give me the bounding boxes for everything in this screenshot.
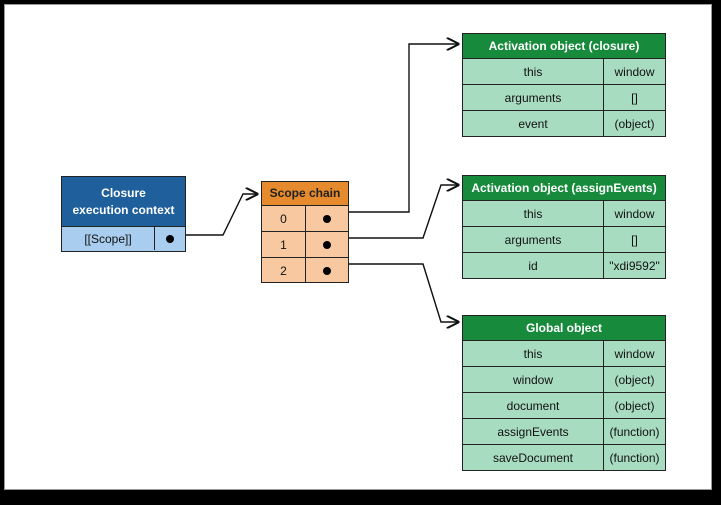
closure-execution-context: Closure execution context [[Scope]] (61, 176, 186, 252)
object-row: document (object) (463, 392, 665, 418)
scope-chain: Scope chain 0 1 2 (261, 181, 349, 283)
object-key: assignEvents (463, 419, 604, 444)
arrow-1-to-assign-activation (321, 185, 458, 239)
object-key: document (463, 393, 604, 418)
activation-object-assignevents: Activation object (assignEvents) this wi… (462, 175, 666, 279)
object-key: window (463, 367, 604, 392)
object-row: id "xdi9592" (463, 252, 665, 278)
object-value: window (614, 346, 655, 361)
object-value: [] (631, 232, 638, 247)
object-key: arguments (463, 227, 604, 252)
closure-context-title-line2: execution context (72, 202, 175, 217)
object-key: event (463, 111, 604, 136)
object-row: this window (463, 340, 665, 366)
object-title: Activation object (assignEvents) (463, 176, 665, 200)
object-value: [] (631, 90, 638, 105)
object-value: window (614, 206, 655, 221)
object-row: window (object) (463, 366, 665, 392)
scope-chain-pointer (306, 232, 348, 257)
object-value: (object) (614, 398, 655, 413)
object-row: assignEvents (function) (463, 418, 665, 444)
scope-chain-row: 0 (262, 205, 348, 231)
arrow-scope-to-chain (165, 194, 257, 236)
object-row: arguments [] (463, 226, 665, 252)
diagram-frame: Closure execution context [[Scope]] Scop… (4, 4, 712, 490)
pointer-dot-icon (166, 234, 174, 243)
scope-chain-row: 2 (262, 257, 348, 283)
object-value: "xdi9592" (609, 258, 660, 273)
connector-lines (165, 5, 711, 489)
activation-object-closure: Activation object (closure) this window … (462, 33, 666, 137)
object-title: Activation object (closure) (463, 34, 665, 58)
object-key: id (463, 253, 604, 278)
arrow-2-to-global (321, 263, 458, 322)
object-key: this (463, 201, 604, 226)
scope-chain-index: 0 (262, 206, 306, 231)
scope-chain-row: 1 (262, 231, 348, 257)
object-key: this (463, 341, 604, 366)
closure-context-scope-row: [[Scope]] (62, 226, 185, 250)
scope-chain-pointer (306, 258, 348, 283)
scope-chain-index: 1 (262, 232, 306, 257)
object-row: arguments [] (463, 84, 665, 110)
object-key: saveDocument (463, 445, 604, 470)
closure-context-title-line1: Closure (101, 185, 146, 200)
object-key: this (463, 59, 604, 84)
object-row: this window (463, 58, 665, 84)
pointer-dot-icon (323, 240, 331, 249)
object-value: window (614, 64, 655, 79)
arrow-0-to-closure-activation (321, 44, 458, 213)
object-value: (object) (614, 372, 655, 387)
object-title: Global object (463, 316, 665, 340)
object-value: (function) (609, 450, 660, 465)
scope-chain-title: Scope chain (262, 182, 348, 205)
scope-chain-index: 2 (262, 258, 306, 283)
object-value: (object) (614, 116, 655, 131)
object-value: (function) (609, 424, 660, 439)
scope-chain-pointer (306, 206, 348, 231)
scope-pointer (155, 227, 185, 250)
object-key: arguments (463, 85, 604, 110)
scope-property-label: [[Scope]] (62, 227, 155, 250)
object-row: this window (463, 200, 665, 226)
closure-context-header: Closure execution context (62, 177, 185, 226)
object-row: event (object) (463, 110, 665, 136)
global-object: Global object this window window (object… (462, 315, 666, 471)
pointer-dot-icon (323, 266, 331, 275)
pointer-dot-icon (323, 214, 331, 223)
object-row: saveDocument (function) (463, 444, 665, 470)
